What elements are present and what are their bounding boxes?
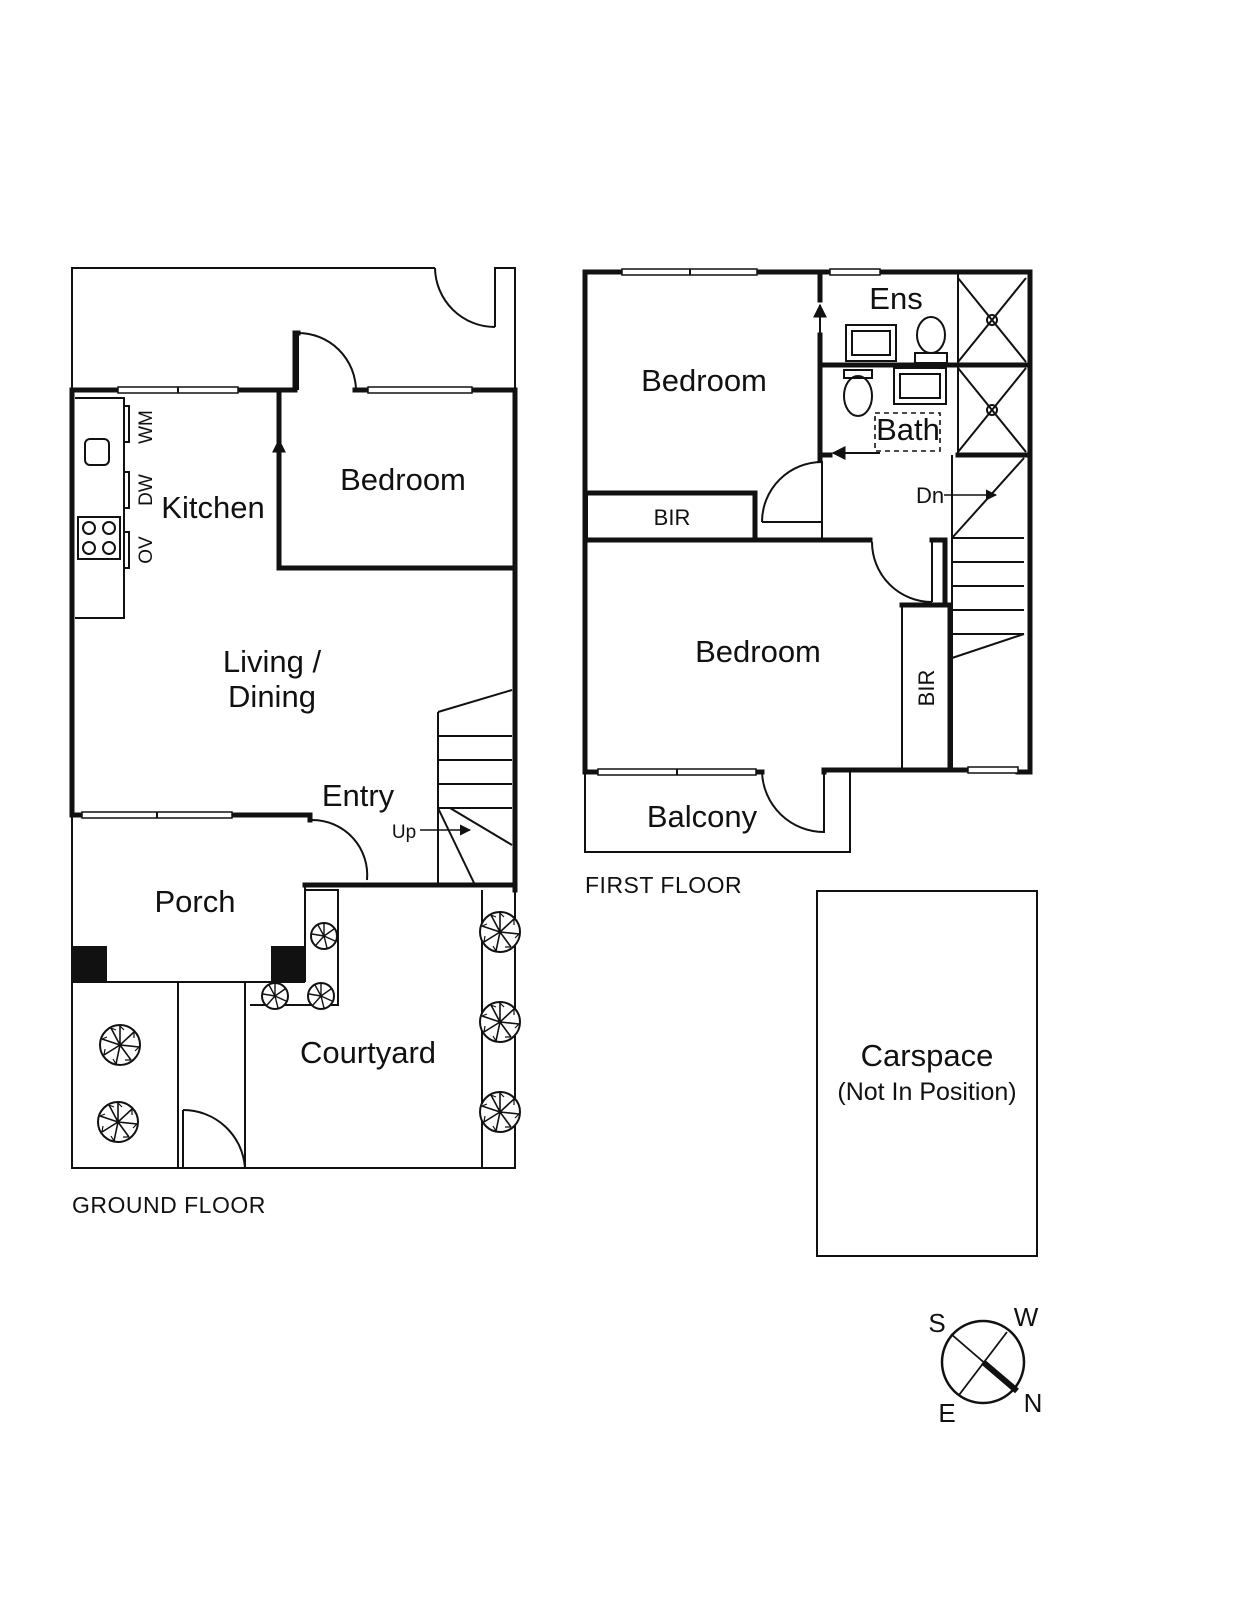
courtyard-outline [245, 890, 516, 1169]
shrub-icon [479, 1091, 521, 1133]
bir-2-label: BIR [914, 670, 939, 707]
rear-yard-outline [71, 267, 435, 390]
kitchen-label: Kitchen [161, 490, 264, 525]
oven-label: OV [136, 536, 157, 564]
compass-w-label: W [1014, 1302, 1039, 1332]
bir-1-label: BIR [654, 505, 691, 530]
shrub-icon [307, 982, 335, 1010]
hall-wall [929, 537, 948, 603]
window [967, 766, 1019, 774]
shower-bath [957, 367, 1027, 453]
sink-icon [84, 438, 110, 466]
first-bedroom-2-label: Bedroom [695, 634, 821, 669]
ground-bedroom-label: Bedroom [340, 462, 466, 497]
cooktop-icon [77, 516, 121, 560]
rear-gate-swing [434, 267, 496, 328]
kitchen-bench [75, 397, 125, 619]
entry-door-swing [311, 818, 369, 881]
toilet-icon [916, 316, 946, 354]
hall-door-swing [761, 460, 823, 540]
shrub-icon [261, 982, 289, 1010]
living-label-line2: Dining [228, 679, 316, 714]
window [829, 268, 881, 276]
stairs-down-label: Dn [916, 483, 944, 508]
carspace-outline [816, 890, 1038, 1257]
shower-ens [957, 277, 1027, 363]
compass-icon: S W E N [928, 1302, 1042, 1428]
living-label-line1: Living / [223, 644, 322, 679]
carspace: Carspace (Not In Position) [816, 890, 1038, 1257]
stairs-up-label: Up [392, 822, 416, 843]
shrub-icon [479, 1001, 521, 1043]
first-floor-stairs [944, 455, 1025, 770]
compass-e-label: E [938, 1398, 955, 1428]
ground-floor-caption: GROUND FLOOR [72, 1192, 266, 1218]
ov-marker [123, 531, 130, 569]
shrub-icon [97, 1101, 139, 1143]
carspace-label: Carspace [861, 1038, 994, 1073]
bedroom2-door-swing [871, 541, 933, 603]
bir2-wall [899, 602, 953, 771]
first-bedroom-1-label: Bedroom [641, 363, 767, 398]
vanity-icon [845, 324, 897, 362]
ensuite-label: Ens [869, 281, 922, 316]
shrub-icon [99, 1024, 141, 1066]
entry-label: Entry [322, 778, 395, 813]
compass-n-label: N [1024, 1388, 1043, 1418]
ground-floor: WM DW OV [69, 267, 521, 1218]
ground-stairs [420, 689, 513, 886]
rear-yard-outline-right [494, 267, 516, 390]
balcony-door-swing [761, 771, 825, 834]
compass-s-label: S [928, 1308, 945, 1338]
balcony-label: Balcony [647, 799, 758, 834]
first-floor-caption: FIRST FLOOR [585, 872, 742, 898]
vanity-icon [893, 367, 947, 405]
dishwasher-label: DW [136, 474, 157, 506]
first-wall-south [753, 767, 971, 775]
dw-marker [123, 471, 130, 509]
ground-wall-north-b [352, 387, 518, 893]
door-swing [297, 332, 357, 391]
first-floor: Bedroom Ens Bath Dn BIR Bedroom BIR Balc… [582, 268, 1033, 898]
courtyard-label: Courtyard [300, 1035, 436, 1070]
bath-label: Bath [876, 412, 940, 447]
ground-wall-north-a [69, 330, 301, 393]
porch-label: Porch [155, 884, 236, 919]
carspace-note: (Not In Position) [837, 1078, 1016, 1106]
balcony-outline [584, 772, 851, 853]
toilet-icon [843, 375, 873, 417]
planter-box [250, 889, 339, 1006]
bir1-wall [584, 490, 758, 543]
porch-pillar [271, 946, 306, 982]
washing-machine-label: WM [136, 410, 157, 444]
porch-pillar [72, 946, 107, 982]
shrub-icon [310, 922, 338, 950]
wm-marker [123, 405, 130, 443]
porch-garden-outline [71, 815, 245, 1169]
shrub-icon [479, 911, 521, 953]
bath-tub-dashed [874, 412, 941, 452]
window [367, 386, 473, 394]
gate-swing [182, 1108, 246, 1169]
